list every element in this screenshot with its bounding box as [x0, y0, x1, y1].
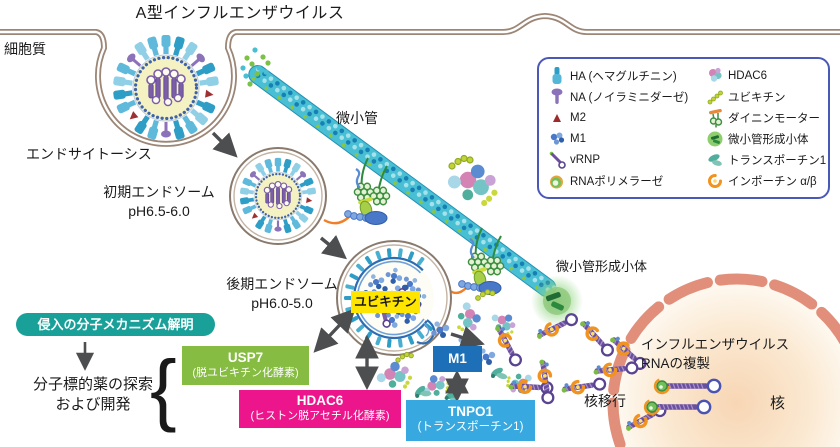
legend-item-hdac6: HDAC6 — [706, 65, 826, 86]
m2-icon — [553, 113, 561, 122]
legend-item-vrnp: vRNP — [548, 149, 706, 170]
tnpo1-desc: (トランスポーチン1) — [417, 421, 524, 433]
hdac6-desc: (ヒストン脱アセチル化酵素) — [250, 410, 390, 422]
drug-discovery-line2: および開発 — [55, 396, 131, 413]
rna-replication-label: インフルエンザウイルス RNAの複製 — [641, 335, 789, 373]
legend-item-rna-polymerase: RNAポリメラーゼ — [548, 170, 706, 191]
usp7-desc: (脱ユビキチン化酵素) — [192, 367, 299, 379]
legend-label-vrnp: vRNP — [570, 153, 601, 166]
legend-label-transportin1: トランスポーチン1 — [728, 154, 827, 167]
cell-membrane — [0, 12, 840, 147]
tubulin-dots — [240, 47, 271, 87]
late-endosome-ph: pH6.0-5.0 — [251, 295, 313, 311]
legend-label-importin: インポーチン α/β — [728, 175, 817, 188]
cytoplasm-label: 細胞質 — [4, 41, 46, 57]
ubiquitin-icon — [707, 90, 723, 104]
rna-replication-line2: RNAの複製 — [641, 356, 711, 371]
rna-polymerase-icon — [550, 175, 563, 188]
early-endosome-ph: pH6.5-6.0 — [128, 203, 190, 219]
rna-replication-line1: インフルエンザウイルス — [641, 337, 790, 352]
legend-label-dynein: ダイニンモーター — [728, 112, 820, 125]
entry-mechanism-pill: 侵入の分子メカニズム解明 — [16, 313, 215, 336]
tnpo1-box: TNPO1 (トランスポーチン1) — [406, 400, 535, 441]
na-icon — [551, 88, 563, 104]
legend-item-na: NA (ノイラミニダーゼ) — [548, 86, 706, 107]
flow-arrows — [75, 131, 485, 403]
early-endosome-label: 初期エンドソーム pH6.5-6.0 — [82, 183, 236, 221]
legend-item-mtoc: 微小管形成小体 — [706, 128, 826, 149]
legend-item-importin: インポーチン α/β — [706, 170, 826, 191]
legend-item-m2: M2 — [548, 107, 706, 128]
usp7-box: USP7 (脱ユビキチン化酵素) — [182, 346, 309, 385]
nucleus-label: 核 — [770, 395, 786, 412]
legend-label-mtoc: 微小管形成小体 — [728, 133, 809, 146]
legend-item-transportin1: トランスポーチン1 — [706, 149, 826, 170]
hdac6-box: HDAC6 (ヒストン脱アセチル化酵素) — [239, 390, 401, 428]
dynein-motor-icon — [709, 108, 723, 127]
importin-icon — [708, 173, 722, 188]
m1-box: M1 — [433, 346, 482, 372]
legend-item-m1: M1 — [548, 128, 706, 149]
early-endosome-virus — [240, 157, 316, 234]
usp7-name: USP7 — [227, 350, 264, 365]
legend-label-na: NA (ノイラミニダーゼ) — [570, 91, 689, 104]
ubiquitin-callout: ユビキチン — [351, 291, 420, 313]
late-endosome-label: 後期エンドソーム pH6.0-5.0 — [205, 275, 359, 313]
legend-item-dynein: ダイニンモーター — [706, 107, 826, 128]
ha-icon — [552, 66, 562, 84]
legend-label-m1: M1 — [570, 132, 586, 145]
drug-discovery-line1: 分子標的薬の探索 — [32, 376, 153, 393]
m1-icon — [550, 132, 565, 145]
legend-label-ubiquitin: ユビキチン — [728, 91, 786, 104]
hdac6-icon — [709, 67, 722, 82]
dynein-motor — [458, 227, 505, 295]
early-endosome-line1: 初期エンドソーム — [103, 184, 215, 200]
tether — [449, 287, 467, 295]
diagram-title: A型インフルエンザウイルス — [135, 5, 345, 22]
tnpo1-name: TNPO1 — [447, 404, 493, 419]
nuclear-import-label: 核移行 — [584, 393, 626, 409]
legend-label-ha: HA (ヘマグルチニン) — [570, 70, 677, 83]
vrnp-icon — [549, 151, 566, 169]
virus-particle — [113, 35, 219, 140]
legend-label-hdac6: HDAC6 — [728, 69, 767, 82]
legend-label-rna-polymerase: RNAポリメラーゼ — [570, 175, 664, 188]
transportin1-icon — [708, 153, 722, 166]
legend-item-ubiquitin: ユビキチン — [706, 86, 826, 107]
mtoc-icon — [707, 131, 723, 146]
endocytosis-label: エンドサイトーシス — [26, 146, 152, 162]
drug-discovery-label: 分子標的薬の探索 および開発 — [24, 375, 162, 415]
legend-label-m2: M2 — [570, 111, 586, 124]
late-endosome-line1: 後期エンドソーム — [226, 276, 338, 292]
curly-brace: { — [150, 344, 177, 433]
legend-item-ha: HA (ヘマグルチニン) — [548, 65, 706, 86]
mtoc-label: 微小管形成小体 — [556, 259, 648, 274]
dynein-motor — [344, 157, 391, 225]
hdac6-name: HDAC6 — [296, 393, 344, 408]
microtubule-label: 微小管 — [336, 110, 378, 126]
legend-box: HA (ヘマグルチニン) NA (ノイラミニダーゼ) M2 M1 vRNP RN… — [537, 57, 830, 199]
